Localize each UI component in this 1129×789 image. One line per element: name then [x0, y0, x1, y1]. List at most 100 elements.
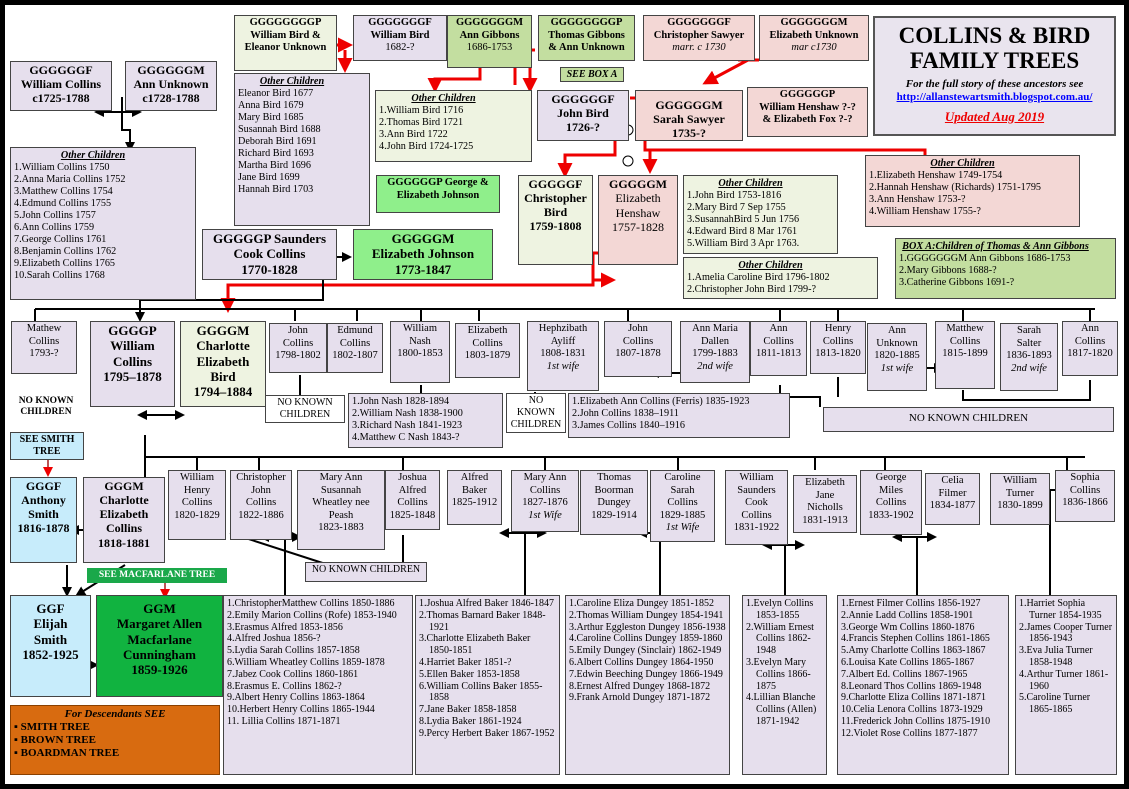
list-item: 5.Lydia Sarah Collins 1857-1858 [227, 645, 360, 657]
list-item: 5.Emily Dungey (Sinclair) 1862-1949 [569, 645, 722, 657]
no-known-children-right: NO KNOWN CHILDREN [823, 407, 1114, 432]
list-item: 1.Caroline Eliza Dungey 1851-1852 [569, 598, 714, 609]
list-item: 9.Elizabeth Collins 1765 [14, 258, 116, 270]
list-item: 3.SusannahBird 5 Jun 1756 [687, 214, 800, 226]
list-item: 2.Thomas Bird 1721 [379, 117, 464, 129]
list-item: 4.Alfred Joshua 1856-? [227, 633, 321, 645]
list-item: 2.Hannah Henshaw (Richards) 1751-1795 [869, 182, 1042, 194]
john-collins-1807: John Collins 1807-1878 [604, 321, 672, 377]
list-item: 5.John Collins 1757 [14, 210, 96, 222]
title-line-2: FAMILY TREES [909, 48, 1080, 74]
george-elizabeth-johnson: GGGGGGP George &Elizabeth Johnson [376, 175, 500, 213]
list-item: 3.Charlotte Elizabeth Baker 1850-1851 [419, 633, 531, 657]
list-item: 4.Matthew C Nash 1843-? [352, 432, 460, 444]
list-item: 1.Ernest Filmer Collins 1856-1927 [841, 598, 981, 609]
list-item: Martha Bird 1696 [238, 160, 311, 172]
list-item: 9.Albert Henry Collins 1863-1864 [227, 692, 365, 704]
thomas-boorman-dungey: Thomas Boorman Dungey 1829-1914 [580, 470, 648, 535]
list-item: Jane Bird 1699 [238, 172, 300, 184]
list-item: 4.Edward Bird 8 Mar 1761 [687, 226, 798, 238]
list-item: 1.GGGGGGGM Ann Gibbons 1686-1753 [899, 253, 1071, 265]
list-item: 5.William Bird 3 Apr 1763. [687, 238, 800, 250]
list-item: 4.Arthur Turner 1861-1960 [1019, 668, 1109, 692]
no-known-children-mathew: NO KNOWN CHILDREN [13, 395, 79, 423]
list-item: 8.Lydia Baker 1861-1924 [419, 715, 522, 727]
list-item: 1.Evelyn Collins 1853-1855 [746, 598, 814, 621]
list-item: 3.George Wm Collins 1860-1876 [841, 621, 975, 633]
list-item: ▪ BROWN TREE [14, 733, 96, 746]
list-item: 4.Caroline Collins Dungey 1859-1860 [569, 633, 723, 645]
celia-filmer: Celia Filmer 1834-1877 [925, 473, 980, 525]
elizabeth-jane-nicholls: Elizabeth Jane Nicholls 1831-1913 [793, 475, 857, 533]
list-item: 5.Caroline Turner 1865-1865 [1019, 692, 1091, 716]
list-item: 1.John Bird 1753-1816 [687, 190, 782, 202]
descendants-box: For Descendants SEE ▪ SMITH TREE▪ BROWN … [10, 705, 220, 775]
sophia-collins: Sophia Collins 1836-1866 [1055, 470, 1115, 522]
list-item: 3.Ann Bird 1722 [379, 129, 448, 141]
list-item: ▪ BOARDMAN TREE [14, 746, 120, 759]
list-item: 6.Albert Collins Dungey 1864-1950 [569, 656, 714, 668]
list-item: Anna Bird 1679 [238, 100, 304, 112]
list-item: 9.Percy Herbert Baker 1867-1952 [419, 727, 555, 739]
list-item: 4.John Bird 1724-1725 [379, 141, 474, 153]
list-item: 2.Mary Bird 7 Sep 1755 [687, 202, 786, 214]
list-item: 8.Ernest Alfred Dungey 1868-1872 [569, 680, 711, 692]
list-item: 10.Celia Lenora Collins 1873-1929 [841, 704, 983, 716]
list-item: 11.Frederick John Collins 1875-1910 [841, 715, 991, 727]
george-miles-collins: George Miles Collins 1833-1902 [860, 470, 922, 535]
list-item: 8.Erasmus E. Collins 1862-? [227, 680, 342, 692]
list-item: 7.George Collins 1761 [14, 234, 107, 246]
list-item: 4.Harriet Baker 1851-? [419, 656, 512, 668]
list-item: Deborah Bird 1691 [238, 136, 317, 148]
list-item: 8.Benjamin Collins 1762 [14, 246, 117, 258]
list-item: 9.Charlotte Eliza Collins 1871-1871 [841, 692, 986, 704]
list-item: 8.Leonard Thos Collins 1869-1948 [841, 680, 982, 692]
william-nash-1800: William Nash 1800-1853 [390, 321, 450, 383]
edmund-collins-1802: Edmund Collins 1802-1807 [327, 323, 383, 373]
no-known-children-mid: NO KNOWN CHILDREN [305, 562, 427, 582]
list-item: 1.Elizabeth Henshaw 1749-1754 [869, 170, 1003, 182]
list-item: 3.James Collins 1840–1916 [572, 420, 685, 432]
ann-collins-1817: Ann Collins 1817-1820 [1062, 321, 1118, 376]
john-collins-children: 1.Elizabeth Ann Collins (Ferris) 1835-19… [568, 393, 790, 438]
list-item: 4.Edmund Collins 1755 [14, 198, 112, 210]
list-item: 1.Elizabeth Ann Collins (Ferris) 1835-19… [572, 396, 750, 407]
see-macfarlane-tree: SEE MACFARLANE TREE [87, 568, 227, 583]
list-item: 3.Arthur Eggleston Dungey 1856-1938 [569, 621, 726, 633]
list-item: 10.Sarah Collins 1768 [14, 270, 105, 282]
list-item: 5.Ellen Baker 1853-1858 [419, 668, 520, 680]
list-item: 2.Annie Ladd Collins 1858-1901 [841, 609, 974, 621]
list-item: 11. Lillia Collins 1871-1871 [227, 715, 341, 727]
list-item: 5.Amy Charlotte Collins 1863-1867 [841, 645, 986, 657]
blog-link[interactable]: http://allanstewartsmith.blogspot.com.au… [896, 90, 1093, 103]
list-item: 2.Thomas William Dungey 1854-1941 [569, 609, 724, 621]
list-item: 1.Joshua Alfred Baker 1846-1847 [419, 598, 554, 609]
list-item: 2.Emily Marion Collins (Rofe) 1853-1940 [227, 609, 397, 621]
list-item: 7.Jabez Cook Collins 1860-1861 [227, 668, 359, 680]
list-item: 1.ChristopherMatthew Collins 1850-1886 [227, 598, 395, 609]
list-item: 10.Herbert Henry Collins 1865-1944 [227, 704, 375, 716]
title-box: COLLINS & BIRD FAMILY TREES For the full… [873, 16, 1116, 136]
